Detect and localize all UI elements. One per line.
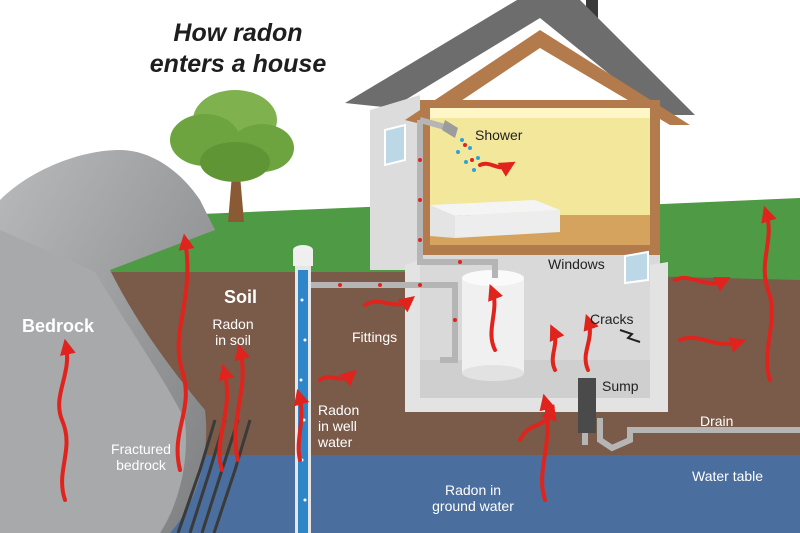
page-title: How radon enters a house <box>118 18 358 80</box>
roof <box>345 0 695 115</box>
label-drain: Drain <box>700 413 734 429</box>
label-radon-well-line3: water <box>318 434 353 450</box>
label-radon-ground-line2: ground water <box>432 498 514 514</box>
basement-window <box>624 250 649 285</box>
well-casing <box>293 245 313 533</box>
label-water-table: Water table <box>692 468 764 484</box>
label-radon-in-ground-water: Radon in ground water <box>418 482 528 514</box>
label-cracks: Cracks <box>590 311 634 327</box>
label-shower: Shower <box>475 127 523 143</box>
radon-dots <box>338 143 474 322</box>
label-radon-ground-line1: Radon in <box>444 482 502 498</box>
label-soil: Soil <box>224 287 258 307</box>
label-sump: Sump <box>602 378 639 394</box>
well-bubbles <box>299 298 307 502</box>
label-fittings: Fittings <box>352 329 398 345</box>
label-radon-in-soil: Radon in soil <box>198 316 268 348</box>
radon-arrows <box>57 161 777 502</box>
title-line-2: enters a house <box>149 50 327 78</box>
label-radon-in-well-water: Radon in well water <box>318 402 359 450</box>
shower-spray <box>456 138 480 172</box>
title-line-1: How radon <box>173 19 303 47</box>
label-radon-well-line2: in well <box>318 418 357 434</box>
crack <box>619 329 641 343</box>
tree-illustration <box>170 90 294 222</box>
bathtub <box>430 200 560 238</box>
label-fractured-bedrock-line1: Fractured <box>111 441 171 457</box>
sump-pit <box>578 378 596 433</box>
bedrock-face <box>0 230 186 533</box>
house-wall <box>370 95 420 270</box>
label-radon-well-line1: Radon <box>318 402 360 418</box>
label-radon-in-soil-line2: in soil <box>215 332 251 348</box>
label-bedrock: Bedrock <box>22 316 95 336</box>
grass-right <box>640 198 800 280</box>
label-windows: Windows <box>548 256 605 272</box>
label-fractured-bedrock: Fractured bedrock <box>96 441 186 473</box>
foundation-right <box>650 262 668 412</box>
label-radon-in-soil-line1: Radon <box>212 316 254 332</box>
label-fractured-bedrock-line2: bedrock <box>116 457 166 473</box>
